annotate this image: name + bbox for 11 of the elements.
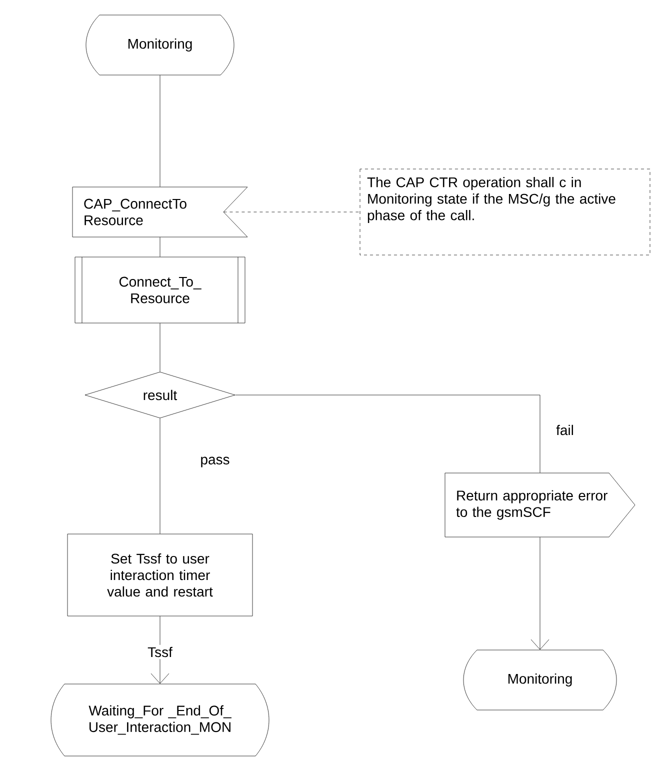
edge-label: pass xyxy=(201,456,230,468)
edge-label: fail xyxy=(556,424,573,436)
comment-box: The CAP CTR operation shall c in Monitoring state if the MSC/g the active phase of the call. xyxy=(360,168,650,256)
procedure-call-box: Connect_To_ Resource xyxy=(74,256,246,324)
arrow xyxy=(530,537,550,650)
flow-line xyxy=(235,394,540,473)
edge-label: Tssf xyxy=(146,644,174,660)
state-symbol: Monitoring xyxy=(463,650,617,710)
state-symbol: Monitoring xyxy=(86,14,234,76)
state-symbol: Waiting_For _End_Of_ User_Interaction_MON xyxy=(50,684,270,756)
task-box: Set Tssf to user interaction timer value and restart xyxy=(67,534,253,616)
